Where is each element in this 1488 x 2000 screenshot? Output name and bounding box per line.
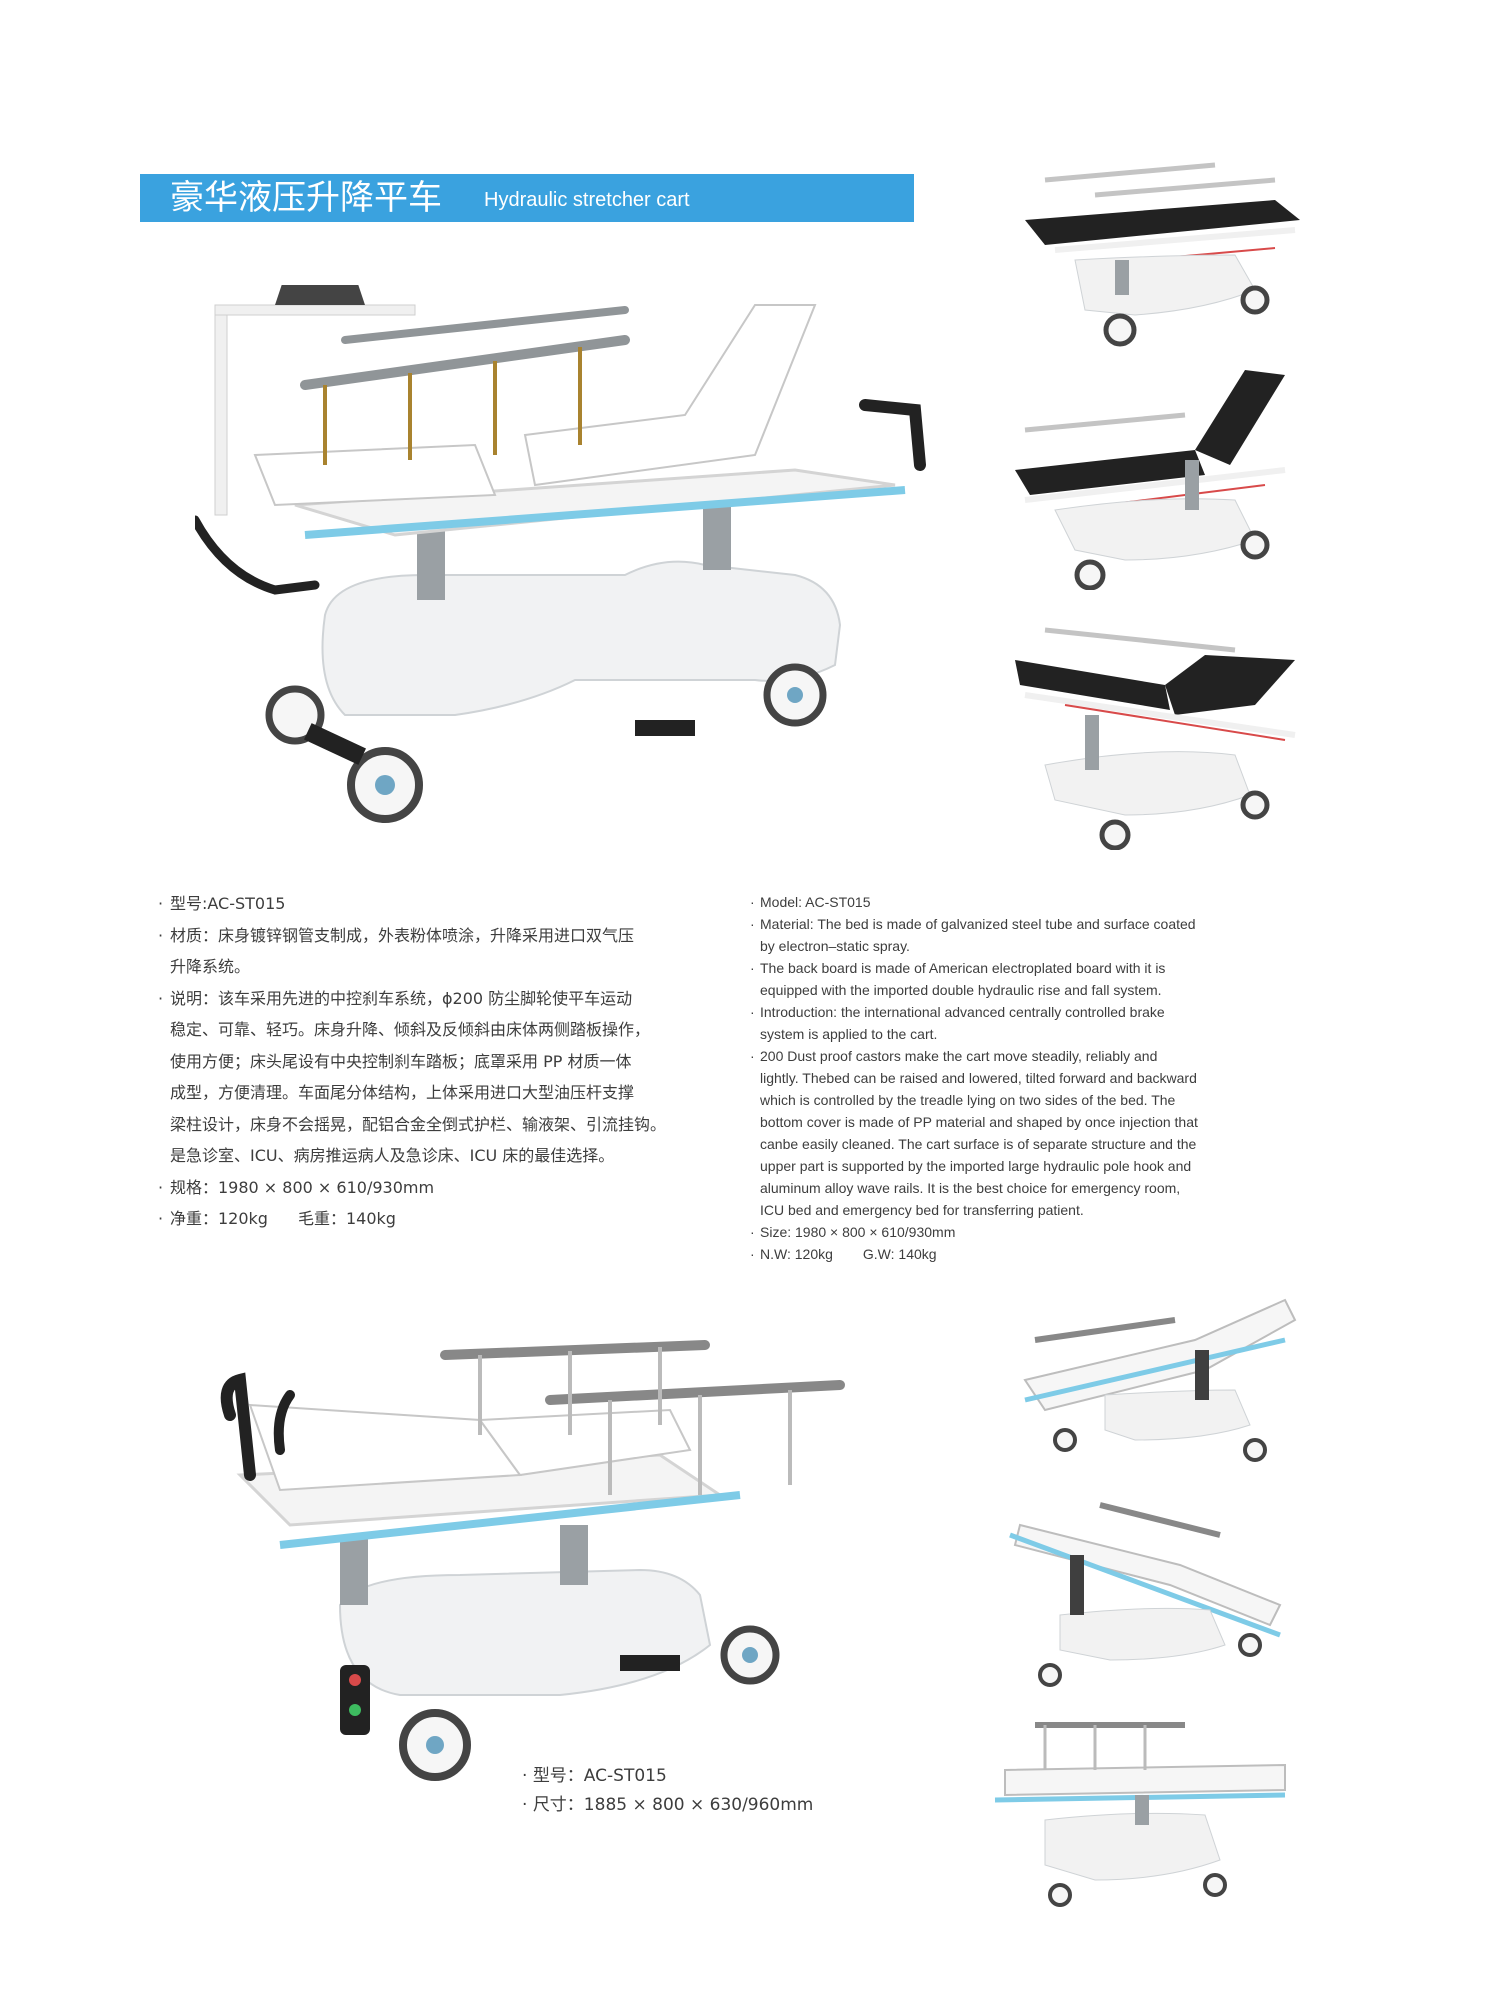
spec-en-introduction: ·Introduction: the international advance… bbox=[750, 1004, 1165, 1020]
spec-cn-material: ·材质：床身镀锌钢管支制成，外表粉体喷涂，升降采用进口双气压 bbox=[158, 925, 635, 945]
spec-cn-model: ·型号:AC-ST015 bbox=[158, 894, 286, 913]
spec-second-model: · 型号：AC-ST015 · 尺寸：1885 × 800 × 630/960m… bbox=[522, 1762, 813, 1820]
spec-en-material: ·Material: The bed is made of galvanized… bbox=[750, 916, 1196, 932]
spec-cn-size: ·规格：1980 × 800 × 610/930mm bbox=[158, 1177, 435, 1197]
spec-en-model: ·Model: AC-ST015 bbox=[750, 894, 871, 910]
product-photo-side-1 bbox=[1015, 160, 1310, 350]
spec-en-back-board: ·The back board is made of American elec… bbox=[750, 960, 1166, 976]
spec-en-size: ·Size: 1980 × 800 × 610/930mm bbox=[750, 1224, 956, 1240]
product-photo-side-3 bbox=[1005, 615, 1310, 850]
product-photo-side-5 bbox=[1000, 1495, 1310, 1695]
spec2-size: · 尺寸：1885 × 800 × 630/960mm bbox=[522, 1795, 814, 1815]
product-photo-second bbox=[220, 1325, 915, 1790]
product-photo-side-4 bbox=[1005, 1280, 1310, 1470]
spec-chinese: ·型号:AC-ST015 ·材质：床身镀锌钢管支制成，外表粉体喷涂，升降采用进口… bbox=[158, 888, 698, 1235]
title-bar bbox=[140, 174, 914, 222]
spec-en-castors: · 200 Dust proof castors make the cart m… bbox=[750, 1048, 1158, 1064]
product-photo-side-2 bbox=[1005, 360, 1310, 590]
product-photo-side-6 bbox=[985, 1710, 1305, 1910]
product-photo-main bbox=[195, 285, 930, 825]
spec2-model: · 型号：AC-ST015 bbox=[522, 1766, 667, 1786]
title-english: Hydraulic stretcher cart bbox=[484, 189, 690, 211]
spec-english: ·Model: AC-ST015 ·Material: The bed is m… bbox=[750, 891, 1280, 1265]
title-chinese: 豪华液压升降平车 bbox=[170, 178, 442, 218]
spec-cn-description: ·说明：该车采用先进的中控刹车系统，ϕ200 防尘脚轮使平车运动 bbox=[158, 988, 633, 1008]
